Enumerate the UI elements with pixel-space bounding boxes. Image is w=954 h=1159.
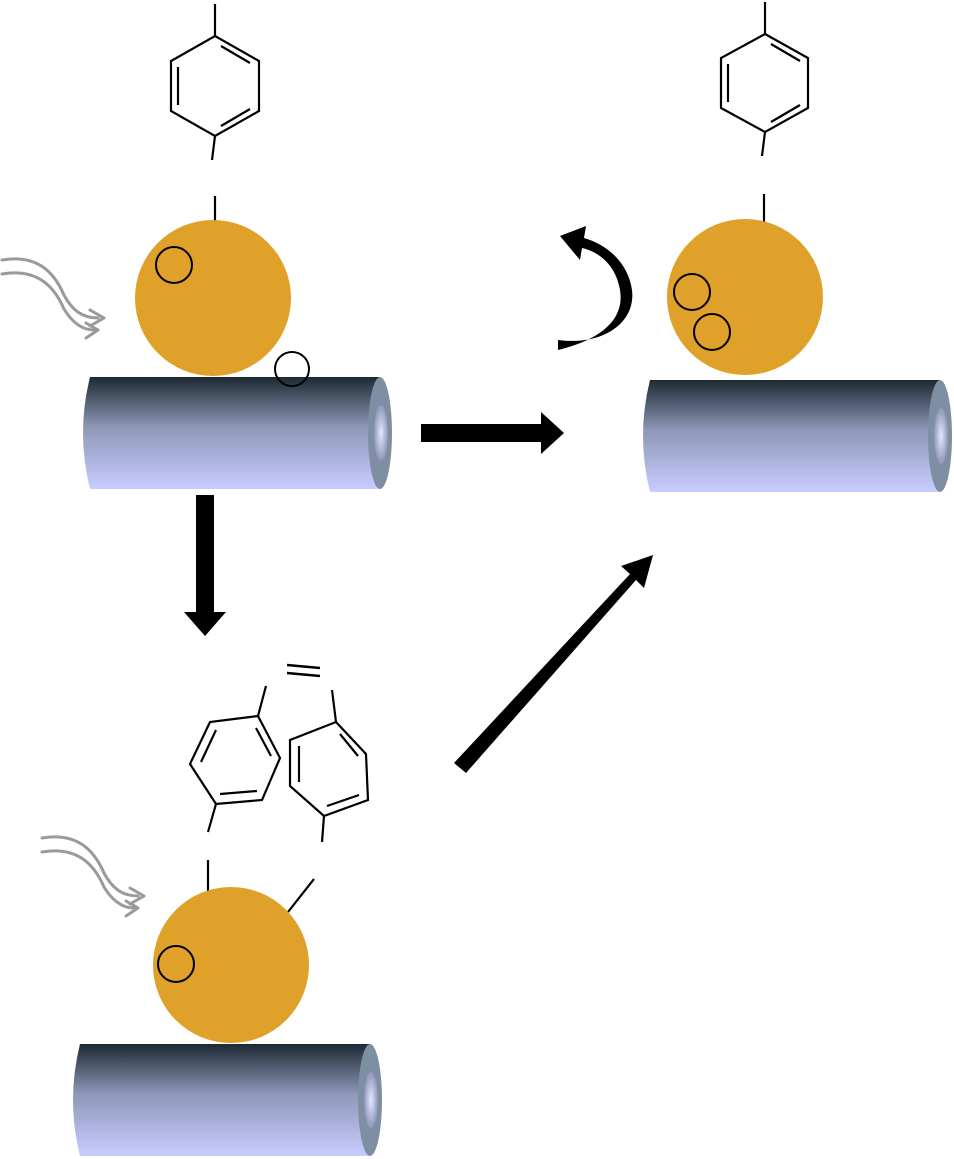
block-arrow-icon [184, 495, 226, 636]
nanotube [73, 1044, 382, 1156]
benzene-molecule [169, 4, 261, 161]
benzene-molecule [719, 2, 810, 157]
benzene-molecule [188, 685, 282, 833]
block-arrow-icon [421, 412, 564, 454]
light-wave-icon [40, 835, 146, 918]
panel-intermediate [40, 663, 382, 1156]
benzene-molecule [288, 689, 370, 843]
adsorbate-circle-tube [274, 351, 310, 387]
curved-arrow-icon [558, 226, 633, 350]
panel-product [558, 2, 952, 492]
adsorbate-circle [693, 313, 731, 351]
gold-nanoparticle [135, 220, 291, 376]
gold-nanoparticle [667, 219, 823, 375]
light-wave-icon [0, 257, 106, 340]
bond-line [287, 878, 315, 913]
double-bond [286, 663, 321, 678]
panel-initial [0, 4, 392, 489]
block-arrow-icon [454, 555, 653, 773]
nanotube [643, 380, 952, 492]
gold-nanoparticle [153, 887, 309, 1043]
adsorbate-circle [673, 273, 711, 311]
adsorbate-circle [155, 246, 193, 284]
adsorbate-circle [157, 945, 195, 983]
nanotube [83, 377, 392, 489]
